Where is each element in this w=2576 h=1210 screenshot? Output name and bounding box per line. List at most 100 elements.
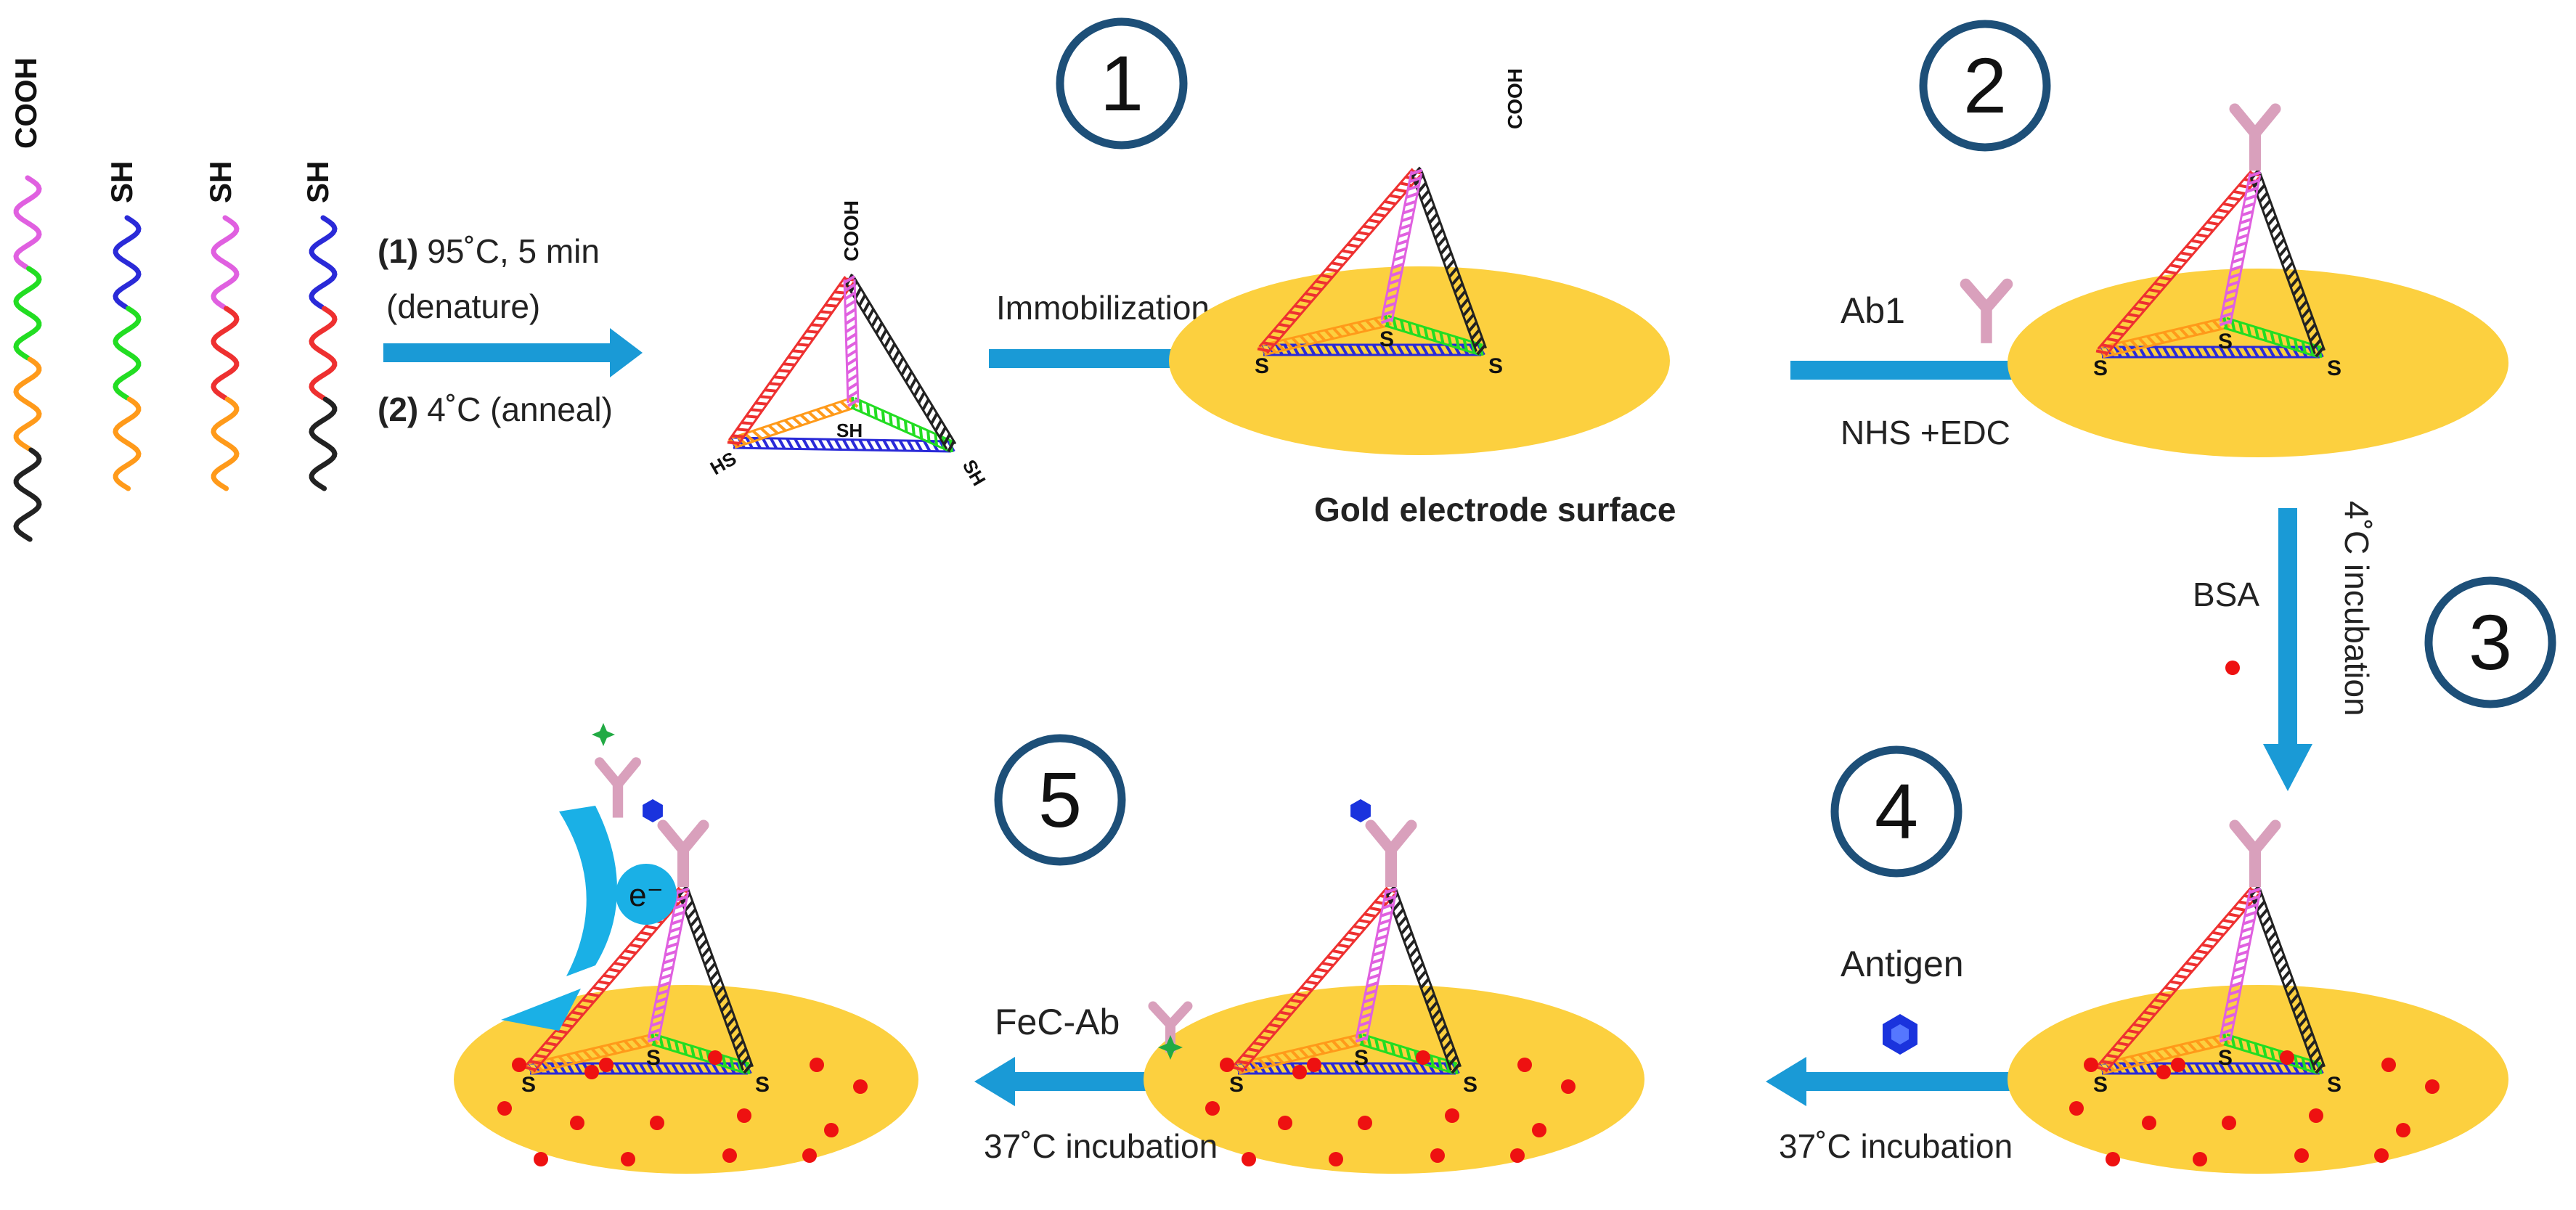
capture-antibody <box>1365 819 1417 887</box>
anneal-step2-number: (2) <box>378 391 418 428</box>
bsa-dot <box>1242 1152 1256 1166</box>
step-2-circle: 2 <box>1919 20 2051 152</box>
immobilized-tetrahedron <box>1231 885 1462 1075</box>
thiol-s-label: S <box>1463 1073 1477 1097</box>
bsa-dot <box>853 1079 868 1094</box>
bsa-dot <box>802 1148 817 1163</box>
edge-center <box>2219 171 2262 327</box>
thiol-s-label: S <box>1354 1046 1369 1070</box>
free-tetrahedron <box>727 273 957 453</box>
curved-arrow-head-icon <box>501 989 581 1031</box>
tetra-sh-right-label: SH <box>958 456 990 489</box>
immobilized-tetrahedron <box>1257 166 1487 356</box>
capture-antibody <box>2229 103 2281 171</box>
antigen-condition-label: 37˚C incubation <box>1779 1127 2013 1165</box>
electron-label: e⁻ <box>629 878 664 913</box>
svg-text:(2)4˚C (anneal): (2)4˚C (anneal) <box>378 391 613 428</box>
thiol-s-label: S <box>1255 354 1269 378</box>
strand-2 <box>113 215 142 491</box>
step-1-circle: 1 <box>1056 17 1188 150</box>
fec-antibody-icon <box>1148 1001 1193 1060</box>
dna-strands <box>13 175 338 542</box>
fec-condition-label: 37˚C incubation <box>984 1127 1218 1165</box>
thiol-s-label: S <box>2327 356 2341 380</box>
bsa-dot <box>1517 1058 1532 1072</box>
bsa-dot <box>1561 1079 1576 1094</box>
thiol-s-label: S <box>2093 356 2108 380</box>
bsa-dot <box>824 1123 839 1137</box>
edge-base-right <box>2222 316 2323 359</box>
thiol-s-label: S <box>1229 1073 1244 1097</box>
step-3-circle: 3 <box>2424 576 2556 708</box>
step-4-number: 4 <box>1875 767 1918 855</box>
step-circles: 1 2 3 4 5 <box>994 17 2556 878</box>
anneal-step2-text: 4˚C (anneal) <box>427 391 613 428</box>
edge-left <box>727 276 856 446</box>
bsa-dot <box>599 1058 614 1072</box>
thiol-s-label: S <box>521 1073 536 1097</box>
ab1-antibody-icon <box>1960 278 2013 343</box>
bsa-dot <box>621 1152 635 1166</box>
edge-right <box>2249 168 2326 358</box>
thiol-s-label: S <box>2093 1073 2108 1097</box>
strand-3 <box>211 215 240 491</box>
tetra-cooh-label: COOH <box>840 200 863 261</box>
bsa-dot <box>2193 1152 2207 1166</box>
bsa-dot <box>534 1152 548 1166</box>
electrode-1: S S S <box>1169 166 1670 455</box>
bsa-dot <box>2156 1065 2171 1079</box>
step-5-number: 5 <box>1038 756 1082 843</box>
anneal-step1-sub: (denature) <box>386 287 540 325</box>
bsa-dot <box>2084 1058 2098 1072</box>
electrode-4: S S S <box>1144 799 1644 1174</box>
bsa-dot <box>570 1116 584 1130</box>
thiol-s-label: S <box>2218 1046 2233 1070</box>
step-4-circle: 4 <box>1830 745 1962 878</box>
curved-arrow-icon <box>559 806 617 976</box>
electrode-2: SSS <box>2008 103 2508 457</box>
tetrahedron-free <box>727 273 957 453</box>
detection-antibody <box>595 757 641 818</box>
bsa-dot <box>1430 1148 1445 1163</box>
bsa-dot <box>1445 1108 1459 1123</box>
bsa-dot <box>2294 1148 2309 1163</box>
tetra-hs-label: HS <box>706 447 740 479</box>
thiol-s-label: S <box>1379 327 1394 351</box>
edge-right <box>1385 885 1462 1074</box>
electron-icon <box>616 864 677 925</box>
anneal-conditions: (1)95˚C, 5 min (denature) (2)4˚C (anneal… <box>378 232 613 428</box>
edge-right <box>1411 166 1487 356</box>
edge-base-left <box>2097 316 2230 359</box>
nhs-edc-label: NHS +EDC <box>1841 414 2010 451</box>
bsa-dot <box>1220 1058 1234 1072</box>
edge-left <box>1257 168 1423 354</box>
gold-electrode <box>2008 269 2508 457</box>
step-3-number: 3 <box>2469 598 2512 686</box>
thiol-s-label: S <box>646 1046 661 1070</box>
bsa-dot <box>737 1108 751 1123</box>
edge-right <box>2249 885 2326 1074</box>
bsa-label: BSA <box>2193 576 2259 613</box>
bsa-dot <box>1205 1101 1220 1116</box>
electron-transfer: e⁻ <box>501 806 677 1031</box>
thiol-s-label: S <box>1488 354 1503 378</box>
bsa-dot <box>1292 1065 1307 1079</box>
bsa-dot <box>722 1148 737 1163</box>
strand-1 <box>13 175 42 542</box>
bsa-dot-icon <box>2225 661 2240 675</box>
anneal-step1-number: (1) <box>378 232 418 270</box>
immobilized-tetrahedron <box>523 885 754 1075</box>
electrode-cooh-label: COOH <box>1504 68 1526 129</box>
gold-electrode <box>2008 985 2508 1174</box>
step-1-number: 1 <box>1100 39 1144 127</box>
bsa-dot <box>708 1050 722 1065</box>
edge-center <box>1355 887 1398 1043</box>
edge-center <box>1380 168 1423 324</box>
strand-3-sh-label: SH <box>203 161 237 203</box>
bsa-dot <box>584 1065 599 1079</box>
bsa-dot <box>650 1116 664 1130</box>
edge-center <box>647 887 690 1043</box>
bsa-dot <box>512 1058 526 1072</box>
